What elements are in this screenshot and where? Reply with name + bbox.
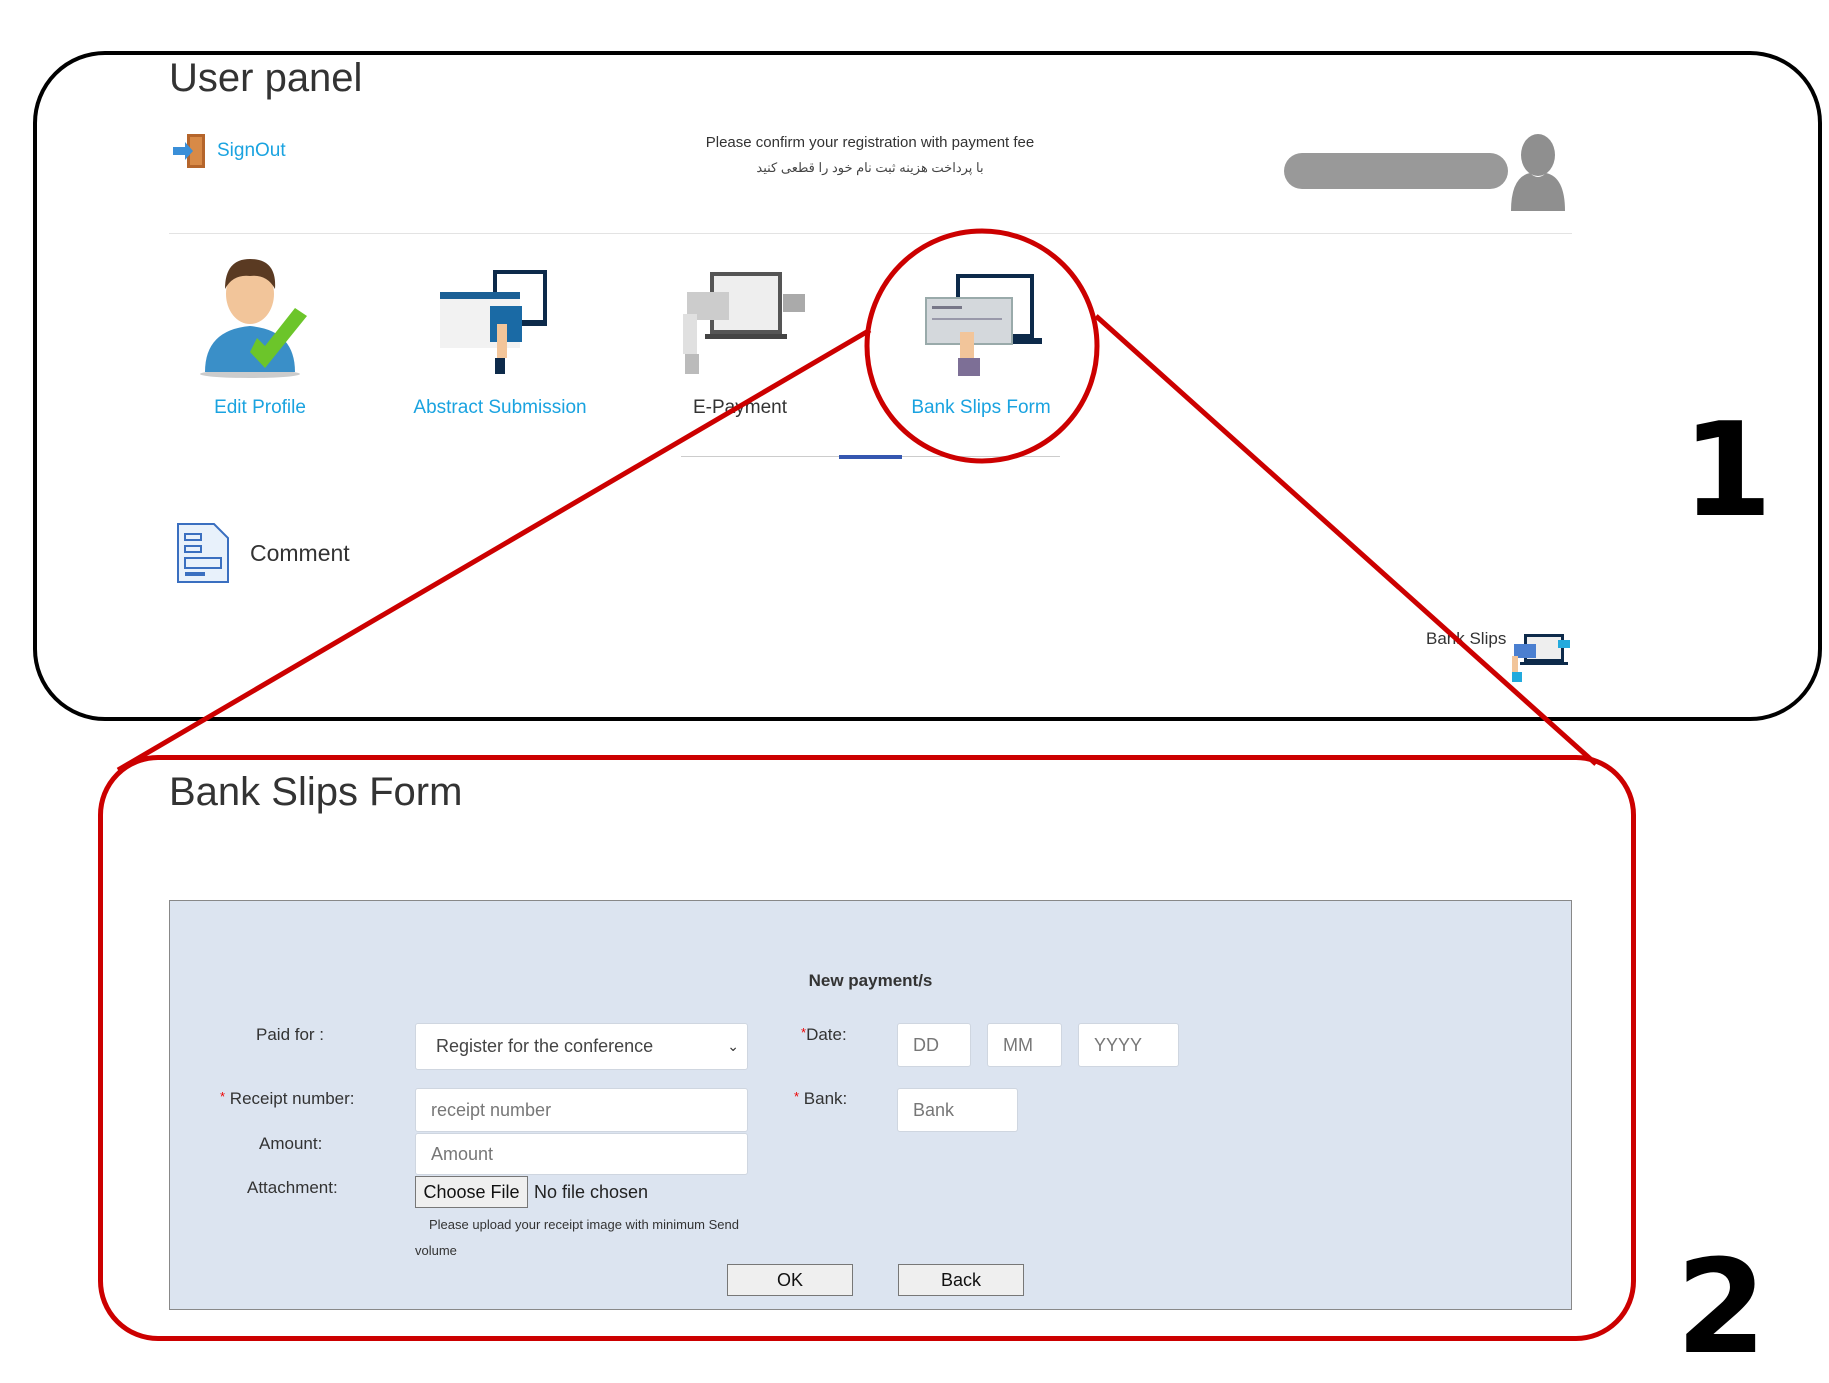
signout-icon — [173, 134, 205, 168]
nav-e-payment-label: E-Payment — [693, 397, 787, 418]
comment-icon — [177, 523, 229, 583]
callout-number-2: 2 — [1676, 1231, 1767, 1383]
tab-active-indicator — [839, 455, 902, 459]
registration-notice-en: Please confirm your registration with pa… — [705, 134, 1035, 151]
form-heading: New payment/s — [808, 971, 933, 990]
date-year-input[interactable]: YYYY — [1078, 1023, 1179, 1067]
nav-abstract-submission[interactable]: Abstract Submission — [380, 254, 620, 419]
date-label: *Date: — [801, 1025, 847, 1044]
signout-link[interactable]: SignOut — [171, 132, 286, 170]
receipt-number-label: * Receipt number: — [220, 1089, 355, 1108]
signout-label: SignOut — [217, 140, 286, 161]
abstract-submission-icon — [440, 270, 547, 374]
attachment-label: Attachment: — [247, 1178, 338, 1197]
form-page-title: Bank Slips Form — [169, 770, 463, 814]
comment-label: Comment — [250, 539, 350, 566]
bank-slips-small-icon — [1512, 634, 1571, 682]
paid-for-value: Register for the conference — [436, 1036, 654, 1056]
nav-e-payment[interactable]: E-Payment — [620, 254, 860, 419]
registration-notice-fa: با پرداخت هزینه ثبت نام خود را قطعی کنید — [756, 160, 984, 175]
bank-slips-shortcut[interactable]: Bank Slips — [1426, 626, 1571, 682]
header-divider — [169, 233, 1572, 234]
paid-for-label: Paid for : — [256, 1025, 325, 1044]
username-redacted — [1284, 153, 1508, 189]
amount-label: Amount: — [259, 1134, 323, 1153]
back-button[interactable]: Back — [898, 1264, 1024, 1296]
nav-abstract-submission-label: Abstract Submission — [413, 397, 587, 418]
nav-edit-profile-label: Edit Profile — [214, 397, 306, 418]
file-status: No file chosen — [534, 1182, 649, 1202]
nav-comment[interactable]: Comment — [176, 522, 350, 584]
chevron-down-icon: ⌄ — [727, 1038, 739, 1054]
callout-number-1: 1 — [1682, 394, 1773, 546]
bank-slip-form: New payment/s Paid for : Register for th… — [169, 900, 1572, 1310]
bank-slips-icon — [925, 274, 1042, 376]
nav-bank-slips-form-label: Bank Slips Form — [911, 397, 1051, 418]
upload-note-cont: volume — [415, 1243, 457, 1258]
bank-label: * Bank: — [794, 1089, 848, 1108]
upload-note: Please upload your receipt image with mi… — [429, 1217, 739, 1232]
paid-for-select[interactable]: Register for the conference ⌄ — [415, 1023, 748, 1070]
user-panel-callout — [33, 51, 1822, 721]
e-payment-icon — [683, 272, 809, 374]
date-day-input[interactable]: DD — [897, 1023, 971, 1067]
bank-input[interactable]: Bank — [897, 1088, 1018, 1132]
user-avatar-icon[interactable] — [1508, 133, 1568, 213]
nav-edit-profile[interactable]: Edit Profile — [140, 254, 380, 419]
page-title: User panel — [169, 56, 363, 100]
receipt-number-input[interactable]: receipt number — [415, 1088, 748, 1132]
ok-button[interactable]: OK — [727, 1264, 853, 1296]
nav-bank-slips-form[interactable]: Bank Slips Form — [861, 254, 1101, 419]
edit-profile-icon — [200, 259, 307, 378]
date-month-input[interactable]: MM — [987, 1023, 1062, 1067]
choose-file-button[interactable]: Choose File — [415, 1176, 528, 1208]
bank-slips-shortcut-label: Bank Slips — [1426, 629, 1507, 648]
amount-input[interactable]: Amount — [415, 1133, 748, 1175]
